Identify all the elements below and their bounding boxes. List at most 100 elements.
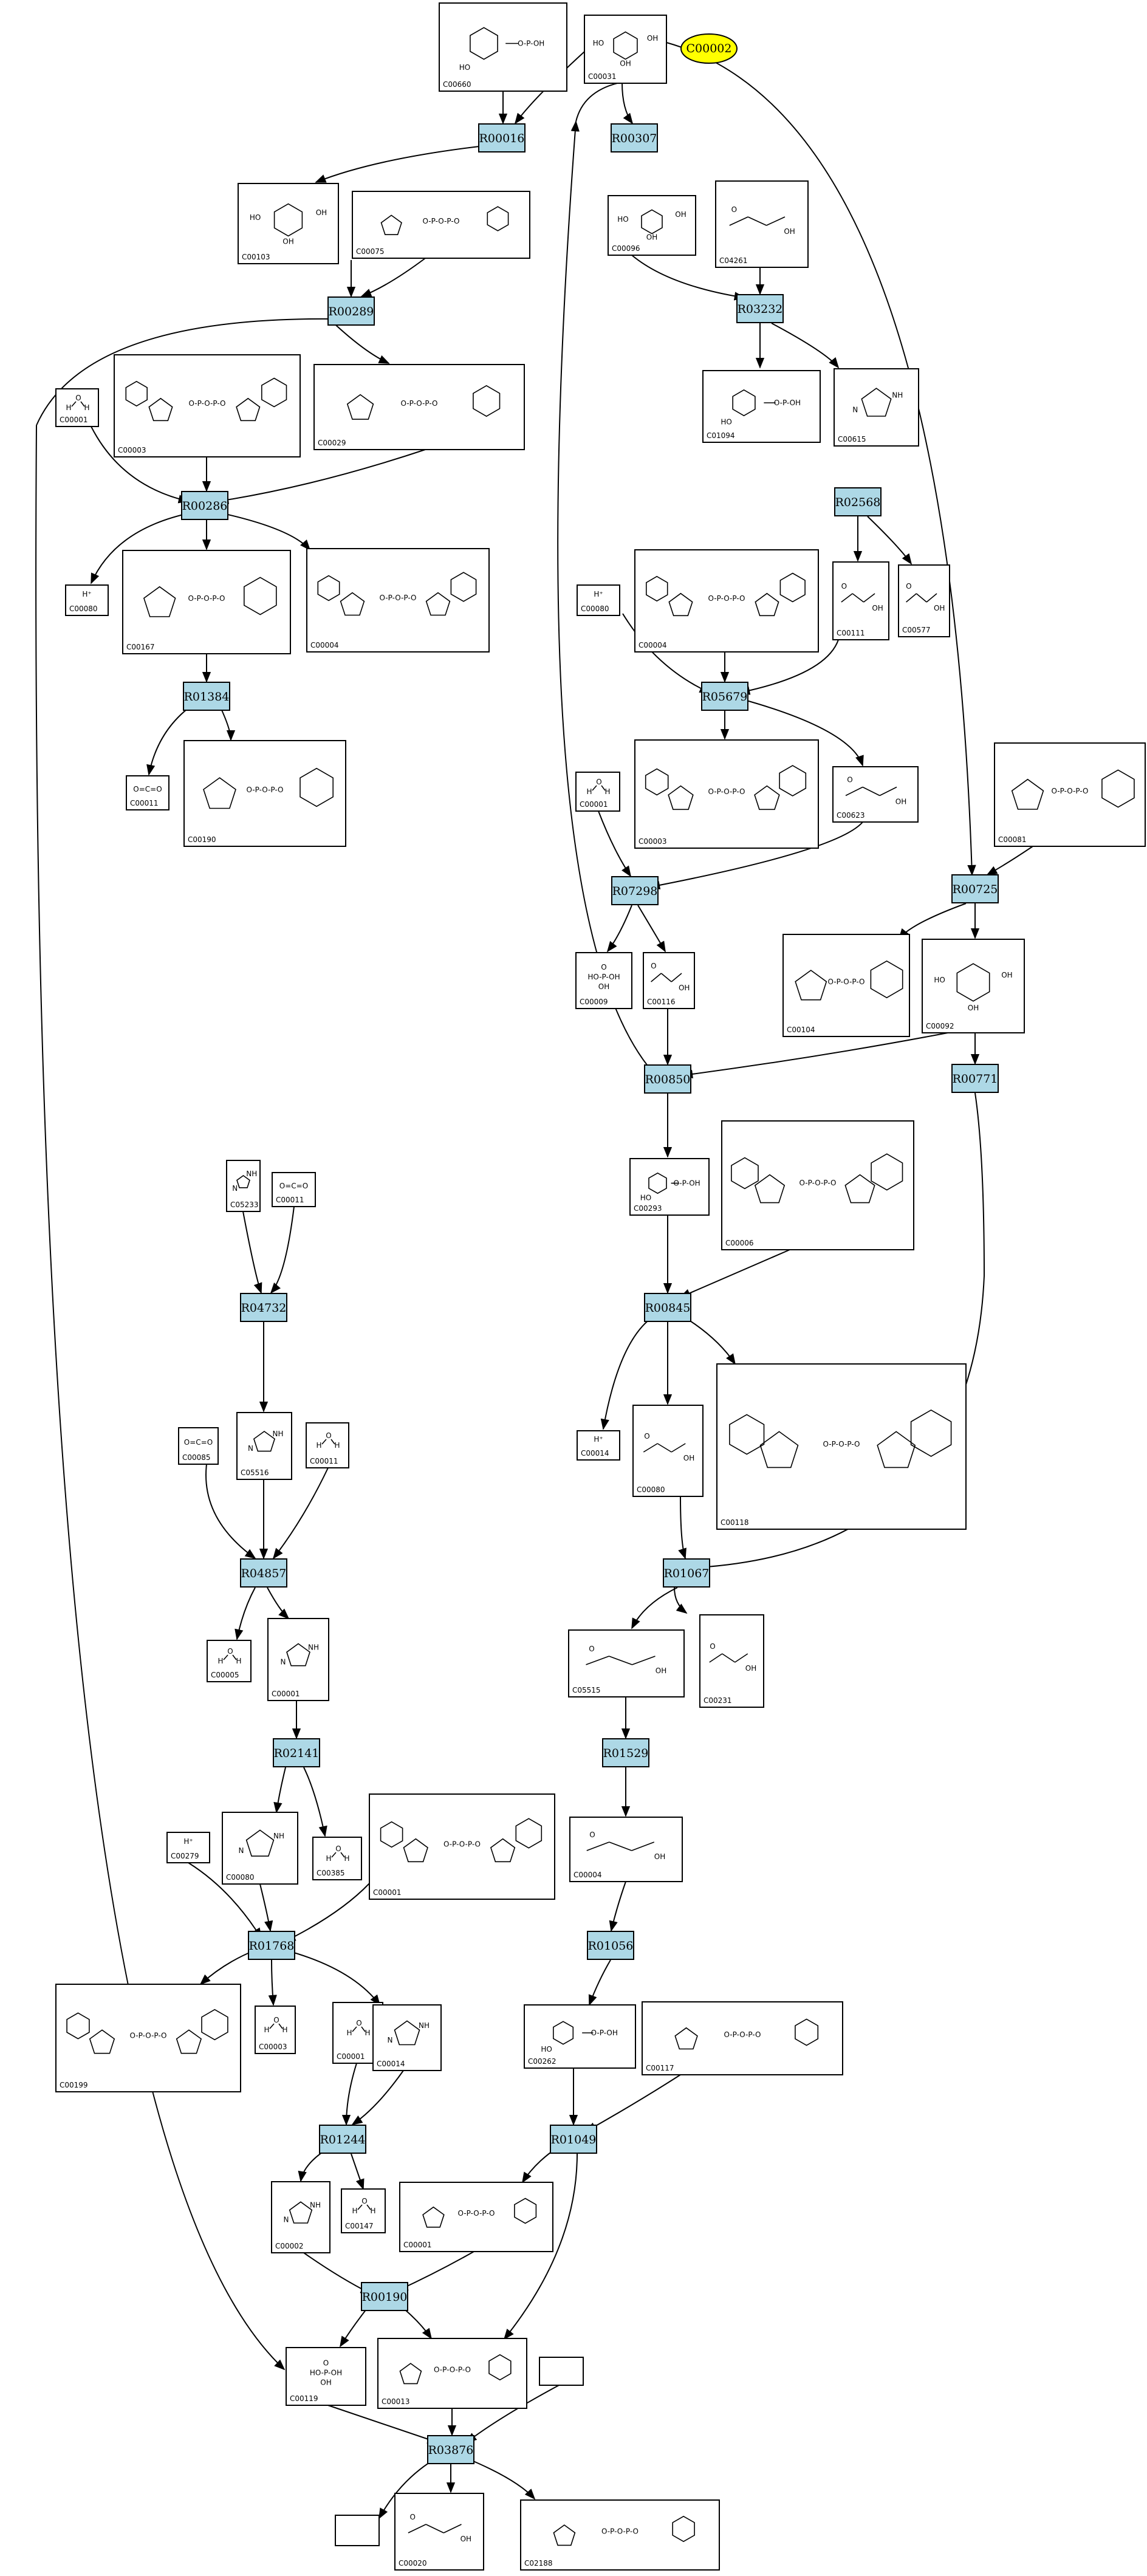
reaction-box <box>248 1931 295 1960</box>
reaction-edge <box>341 2063 357 2126</box>
reaction-node[interactable]: R03876 <box>427 2435 474 2464</box>
reaction-node[interactable]: R00190 <box>361 2282 408 2311</box>
reaction-node[interactable]: R01244 <box>319 2125 366 2154</box>
empty-compound-node[interactable] <box>539 2357 584 2386</box>
svg-text:H⁺: H⁺ <box>183 1837 193 1846</box>
reaction-node[interactable]: R04857 <box>240 1558 287 1588</box>
compound-id-label: C00011 <box>310 1457 338 1465</box>
reaction-node[interactable]: R00286 <box>181 491 228 520</box>
reaction-node[interactable]: R01768 <box>248 1931 295 1960</box>
reaction-node[interactable]: R01384 <box>183 682 230 711</box>
compound-node[interactable]: H⁺C00014 <box>577 1430 620 1461</box>
compound-id-label: C00001 <box>373 1888 402 1897</box>
reaction-node[interactable]: R07298 <box>611 876 659 905</box>
reaction-node[interactable]: R00307 <box>611 123 658 152</box>
empty-compound-node[interactable] <box>335 2515 380 2546</box>
reaction-box <box>951 1064 999 1093</box>
reaction-node[interactable]: R01056 <box>587 1931 634 1960</box>
compound-id-label: C00623 <box>837 811 865 820</box>
reaction-node[interactable]: R00771 <box>951 1064 999 1093</box>
structure-drawing: OOH <box>643 1432 694 1462</box>
reaction-edge <box>622 613 711 693</box>
reaction-node[interactable]: R00845 <box>644 1293 691 1322</box>
reaction-node[interactable]: R01049 <box>550 2125 597 2154</box>
reaction-node[interactable]: R01067 <box>663 1558 710 1588</box>
compound-node[interactable]: H⁺C00080 <box>577 584 620 616</box>
compound-node[interactable]: H⁺C00080 <box>65 584 109 616</box>
reaction-box <box>951 874 999 903</box>
compound-id-label: C00014 <box>581 1449 609 1458</box>
reaction-node[interactable]: R02568 <box>834 487 882 516</box>
svg-text:O: O <box>361 2197 367 2205</box>
reaction-node[interactable]: R00289 <box>327 296 375 326</box>
structure-drawing: HOH <box>346 2019 370 2037</box>
reaction-node[interactable]: R01529 <box>602 1738 649 1767</box>
reaction-node[interactable]: R00016 <box>478 123 526 152</box>
reaction-node[interactable]: R00725 <box>951 874 999 903</box>
reaction-node[interactable]: R03232 <box>736 294 784 323</box>
compound-node[interactable]: H⁺C00279 <box>166 1832 210 1863</box>
structure-drawing: O-P-O-P-O <box>125 377 287 422</box>
reaction-node[interactable]: R00850 <box>644 1064 691 1094</box>
highlighted-compound[interactable]: C00002 <box>680 33 738 64</box>
reaction-node[interactable]: R04732 <box>240 1293 287 1322</box>
reaction-node[interactable]: R02141 <box>273 1738 320 1767</box>
reaction-node[interactable]: R05679 <box>701 682 748 711</box>
